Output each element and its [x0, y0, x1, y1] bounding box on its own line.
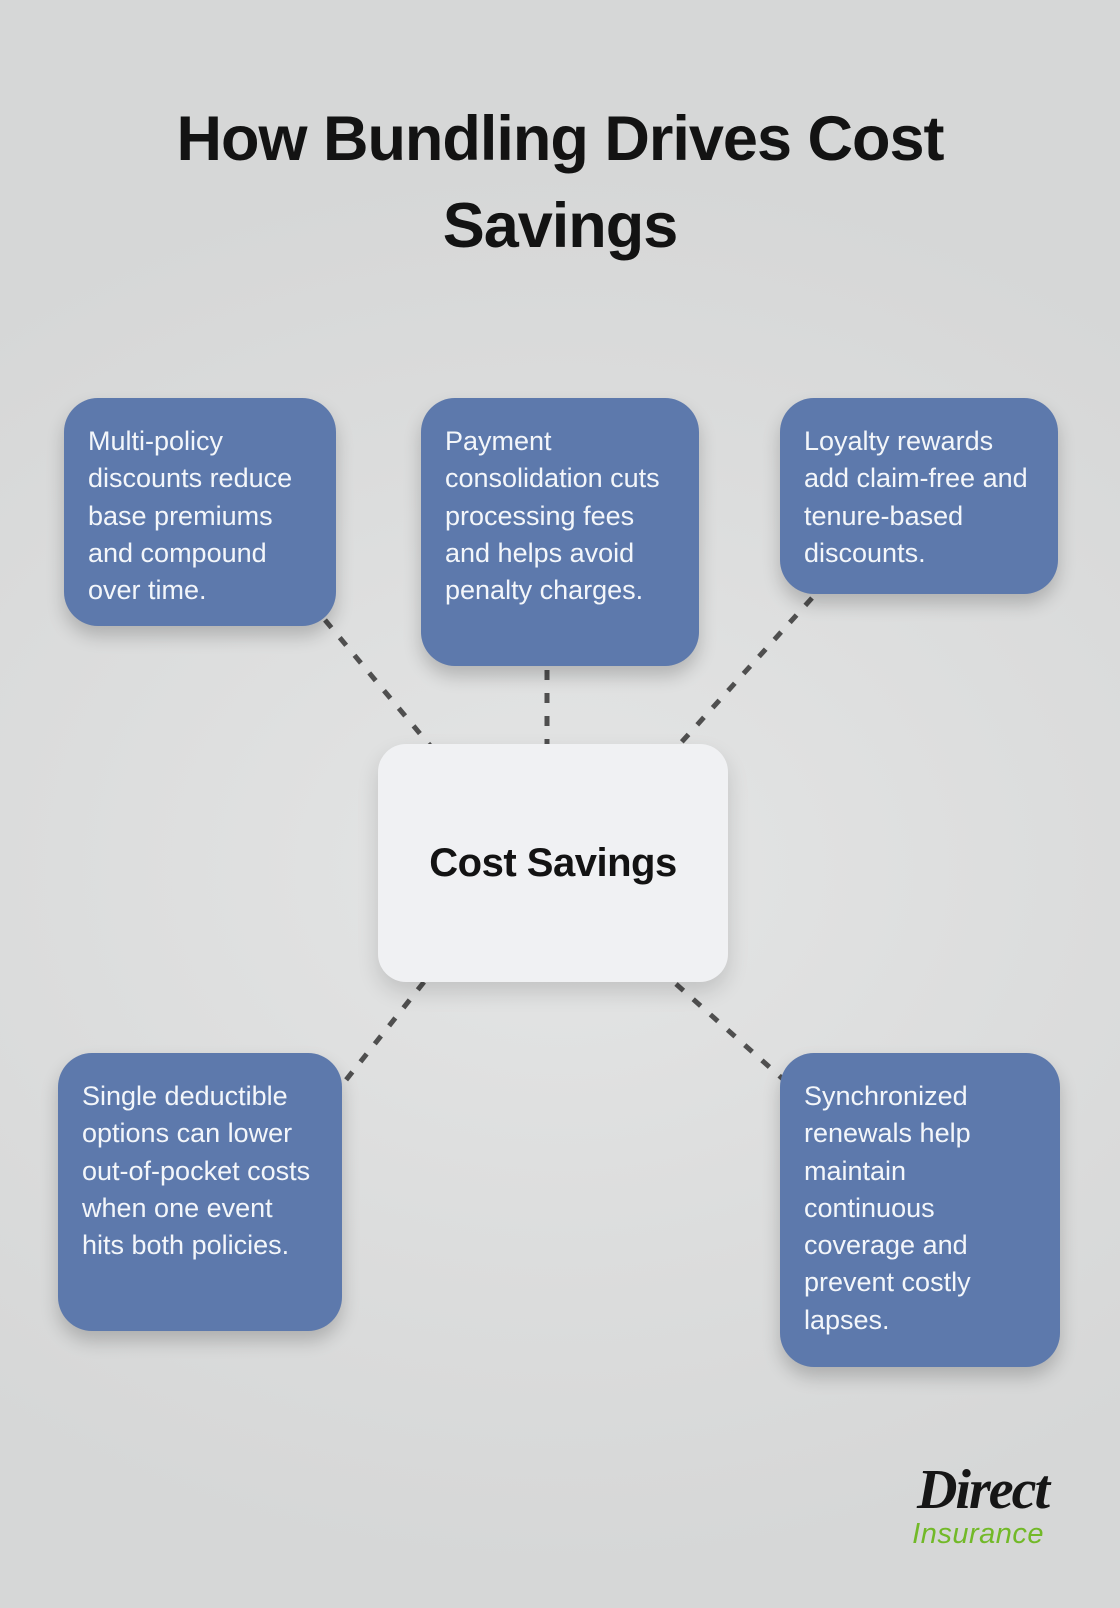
center-node-label: Cost Savings — [429, 840, 677, 885]
brand-logo: Direct Insurance — [912, 1459, 1050, 1550]
card-single-deductible: Single deductible options can lower out-… — [58, 1053, 342, 1331]
card-text: Synchronized renewals help maintain cont… — [804, 1081, 971, 1335]
page-title: How Bundling Drives Cost Savings — [176, 104, 944, 261]
connector-top-left — [323, 618, 434, 750]
center-node-cost-savings: Cost Savings — [378, 744, 728, 982]
connector-top-right — [676, 596, 814, 748]
card-payment-consolidation: Payment consolidation cuts processing fe… — [421, 398, 699, 666]
connector-bottom-left — [336, 980, 426, 1092]
card-text: Single deductible options can lower out-… — [82, 1081, 311, 1260]
card-text: Loyalty rewards add claim-free and tenur… — [804, 426, 1028, 568]
card-loyalty-rewards: Loyalty rewards add claim-free and tenur… — [780, 398, 1058, 594]
card-text: Payment consolidation cuts processing fe… — [445, 426, 660, 605]
logo-direct-wordmark: Direct — [916, 1459, 1050, 1521]
connector-bottom-right — [674, 982, 786, 1082]
logo-insurance-wordmark: Insurance — [912, 1518, 1044, 1550]
card-synchronized-renewals: Synchronized renewals help maintain cont… — [780, 1053, 1060, 1367]
card-text: Multi-policy discounts reduce base premi… — [88, 426, 293, 605]
card-multi-policy-discounts: Multi-policy discounts reduce base premi… — [64, 398, 336, 626]
